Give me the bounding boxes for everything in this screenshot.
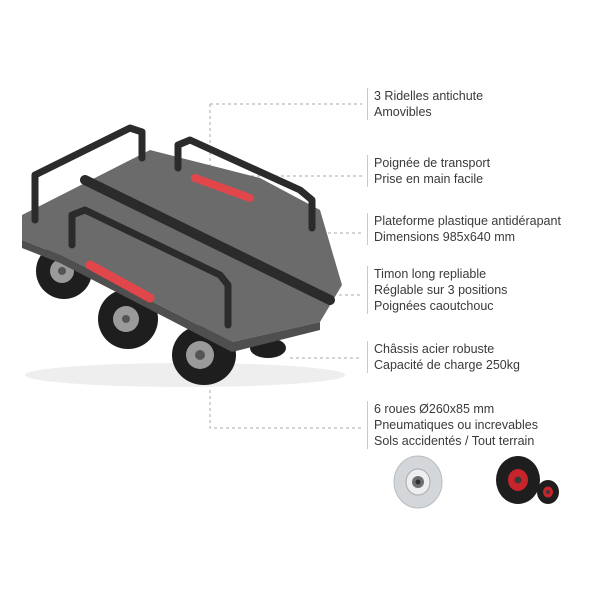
side-rail-right: [174, 136, 316, 232]
feature-roues: 6 roues Ø260x85 mm Pneumatiques ou incre…: [367, 401, 538, 449]
transport-grip: [191, 174, 254, 202]
feature-line: Prise en main facile: [374, 172, 484, 186]
feature-ridelles: 3 Ridelles antichute Amovibles: [367, 88, 483, 120]
feature-line: Capacité de charge 250kg: [374, 358, 520, 372]
feature-line: Pneumatiques ou increvables: [374, 418, 538, 432]
side-rail-left: [31, 124, 146, 224]
feature-timon: Timon long repliable Réglable sur 3 posi…: [367, 266, 507, 314]
front-rail: [68, 206, 232, 329]
feature-line: Réglable sur 3 positions: [374, 283, 508, 297]
feature-line: 6 roues Ø260x85 mm: [374, 402, 495, 416]
feature-line: 3 Ridelles antichute: [374, 89, 484, 103]
pneumatic-wheel-image: [496, 456, 559, 504]
drawbar-grip: [85, 260, 155, 303]
puncture-proof-wheel-image: [393, 455, 443, 509]
feature-line: Sols accidentés / Tout terrain: [374, 434, 535, 448]
feature-line: Châssis acier robuste: [374, 342, 495, 356]
feature-line: Poignée de transport: [374, 156, 491, 170]
feature-poignee: Poignée de transport Prise en main facil…: [367, 155, 490, 187]
feature-plateforme: Plateforme plastique antidérapant Dimens…: [367, 213, 561, 245]
platform: [22, 150, 342, 342]
drawbar: [80, 175, 335, 305]
feature-line: Plateforme plastique antidérapant: [374, 214, 561, 228]
feature-line: Poignées caoutchouc: [374, 299, 494, 313]
feature-line: Amovibles: [374, 105, 432, 119]
feature-chassis: Châssis acier robuste Capacité de charge…: [367, 341, 520, 373]
leader-roues: [209, 390, 362, 429]
feature-line: Timon long repliable: [374, 267, 487, 281]
feature-line: Dimensions 985x640 mm: [374, 230, 516, 244]
